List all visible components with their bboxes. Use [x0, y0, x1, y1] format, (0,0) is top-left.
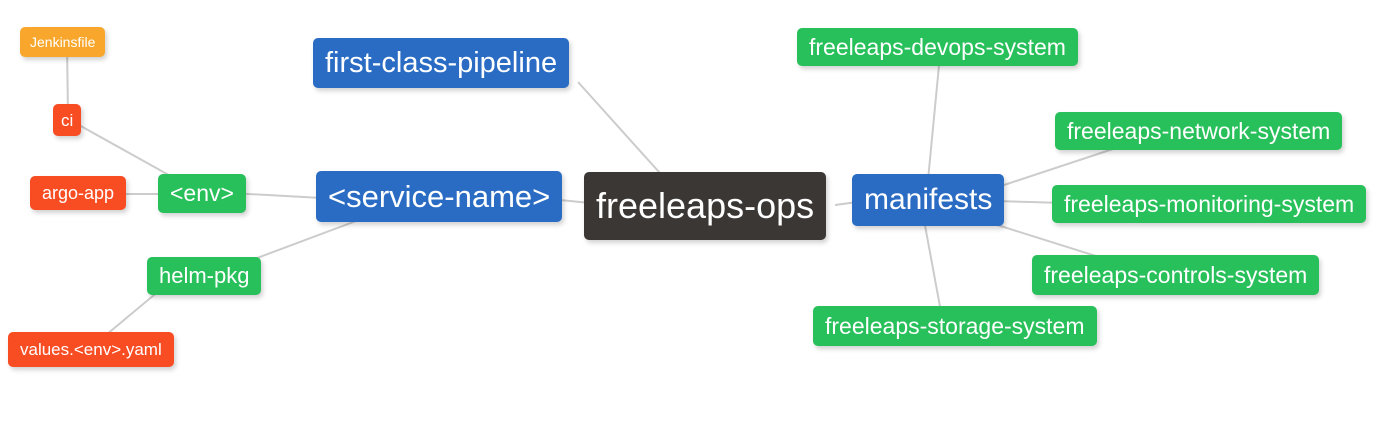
- node-jenkinsfile[interactable]: Jenkinsfile: [20, 27, 106, 57]
- node-ci[interactable]: ci: [53, 104, 82, 136]
- node-helm-pkg[interactable]: helm-pkg: [147, 257, 262, 295]
- edge-manifests-network-system: [997, 144, 1126, 188]
- node-first-class-pipeline[interactable]: first-class-pipeline: [313, 38, 570, 88]
- node-freeleaps-ops-root[interactable]: freeleaps-ops: [584, 172, 827, 240]
- node-values-env-yaml[interactable]: values.<env>.yaml: [8, 332, 174, 367]
- node-freeleaps-network-system[interactable]: freeleaps-network-system: [1055, 112, 1343, 150]
- node-service-name[interactable]: <service-name>: [316, 171, 563, 222]
- edge-pipeline-freeleaps-ops: [577, 81, 669, 183]
- node-manifests[interactable]: manifests: [852, 174, 1005, 226]
- edge-manifests-devops-system: [927, 54, 941, 181]
- node-argo-app[interactable]: argo-app: [30, 176, 127, 210]
- node-freeleaps-storage-system[interactable]: freeleaps-storage-system: [813, 306, 1097, 346]
- node-env[interactable]: <env>: [158, 174, 246, 213]
- node-freeleaps-controls-system[interactable]: freeleaps-controls-system: [1032, 255, 1320, 295]
- edge-helm-pkg-values-yaml: [99, 289, 161, 341]
- node-freeleaps-devops-system[interactable]: freeleaps-devops-system: [797, 28, 1078, 66]
- edge-manifests-storage-system: [923, 219, 942, 313]
- node-freeleaps-monitoring-system[interactable]: freeleaps-monitoring-system: [1052, 185, 1367, 223]
